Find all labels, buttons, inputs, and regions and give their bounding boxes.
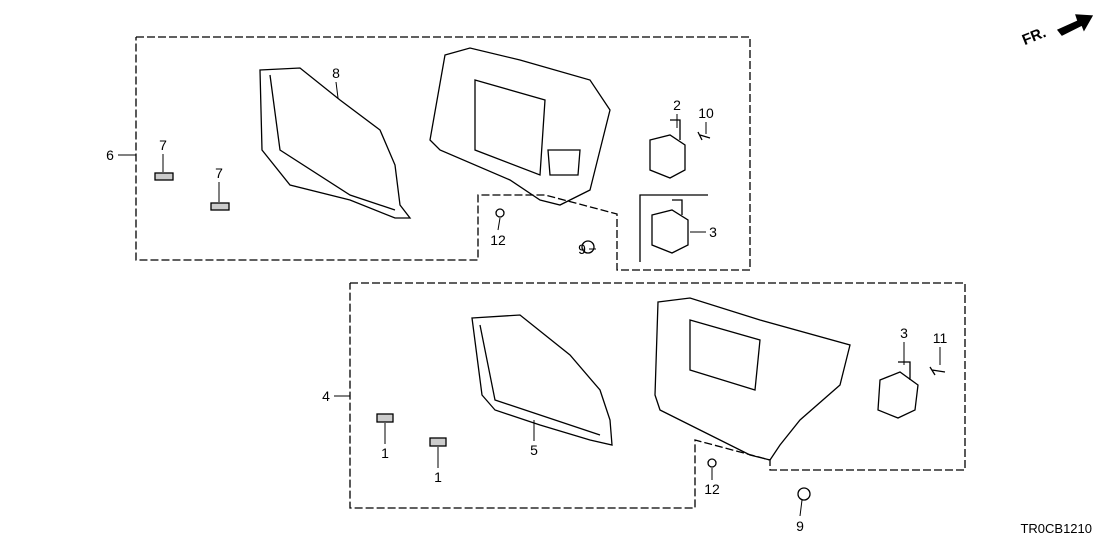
callout-7: 7 xyxy=(215,165,223,181)
pad-1a xyxy=(376,413,394,423)
lens-8 xyxy=(259,67,412,219)
switch-2 xyxy=(649,119,686,179)
front-arrow-icon xyxy=(1056,14,1094,36)
callout-6: 6 xyxy=(106,147,114,163)
callout-5: 5 xyxy=(530,442,538,458)
pad-1b xyxy=(429,437,447,447)
callout-3: 3 xyxy=(709,224,717,240)
screw-12a xyxy=(495,208,505,218)
callout-1: 1 xyxy=(434,469,442,485)
callout-12: 12 xyxy=(490,232,506,248)
assembly-6-boundary xyxy=(135,36,751,271)
clip-9a xyxy=(581,240,595,254)
callout-9: 9 xyxy=(796,518,804,534)
callout-8: 8 xyxy=(332,65,340,81)
drawing-code: TR0CB1210 xyxy=(1020,521,1092,536)
switch-3-upper xyxy=(651,199,689,254)
switch-3-lower xyxy=(877,361,919,419)
meter-assembly-upper xyxy=(429,47,611,206)
screw-12b xyxy=(707,458,717,468)
callout-4: 4 xyxy=(322,388,330,404)
callout-7: 7 xyxy=(159,137,167,153)
meter-assembly-lower xyxy=(654,297,851,461)
callout-12: 12 xyxy=(704,481,720,497)
pad-7a xyxy=(154,172,174,181)
clip-9b xyxy=(797,487,811,501)
callout-9: 9 xyxy=(578,241,586,257)
callout-1: 1 xyxy=(381,445,389,461)
callout-3: 3 xyxy=(900,325,908,341)
screw-11 xyxy=(929,366,946,376)
leader-lines xyxy=(118,81,941,517)
callout-11: 11 xyxy=(932,330,948,346)
part-3-boundary xyxy=(639,194,708,262)
screw-10 xyxy=(697,131,711,141)
callout-2: 2 xyxy=(673,97,681,113)
lens-5 xyxy=(471,314,613,446)
callout-10: 10 xyxy=(698,105,714,121)
pad-7b xyxy=(210,202,230,211)
